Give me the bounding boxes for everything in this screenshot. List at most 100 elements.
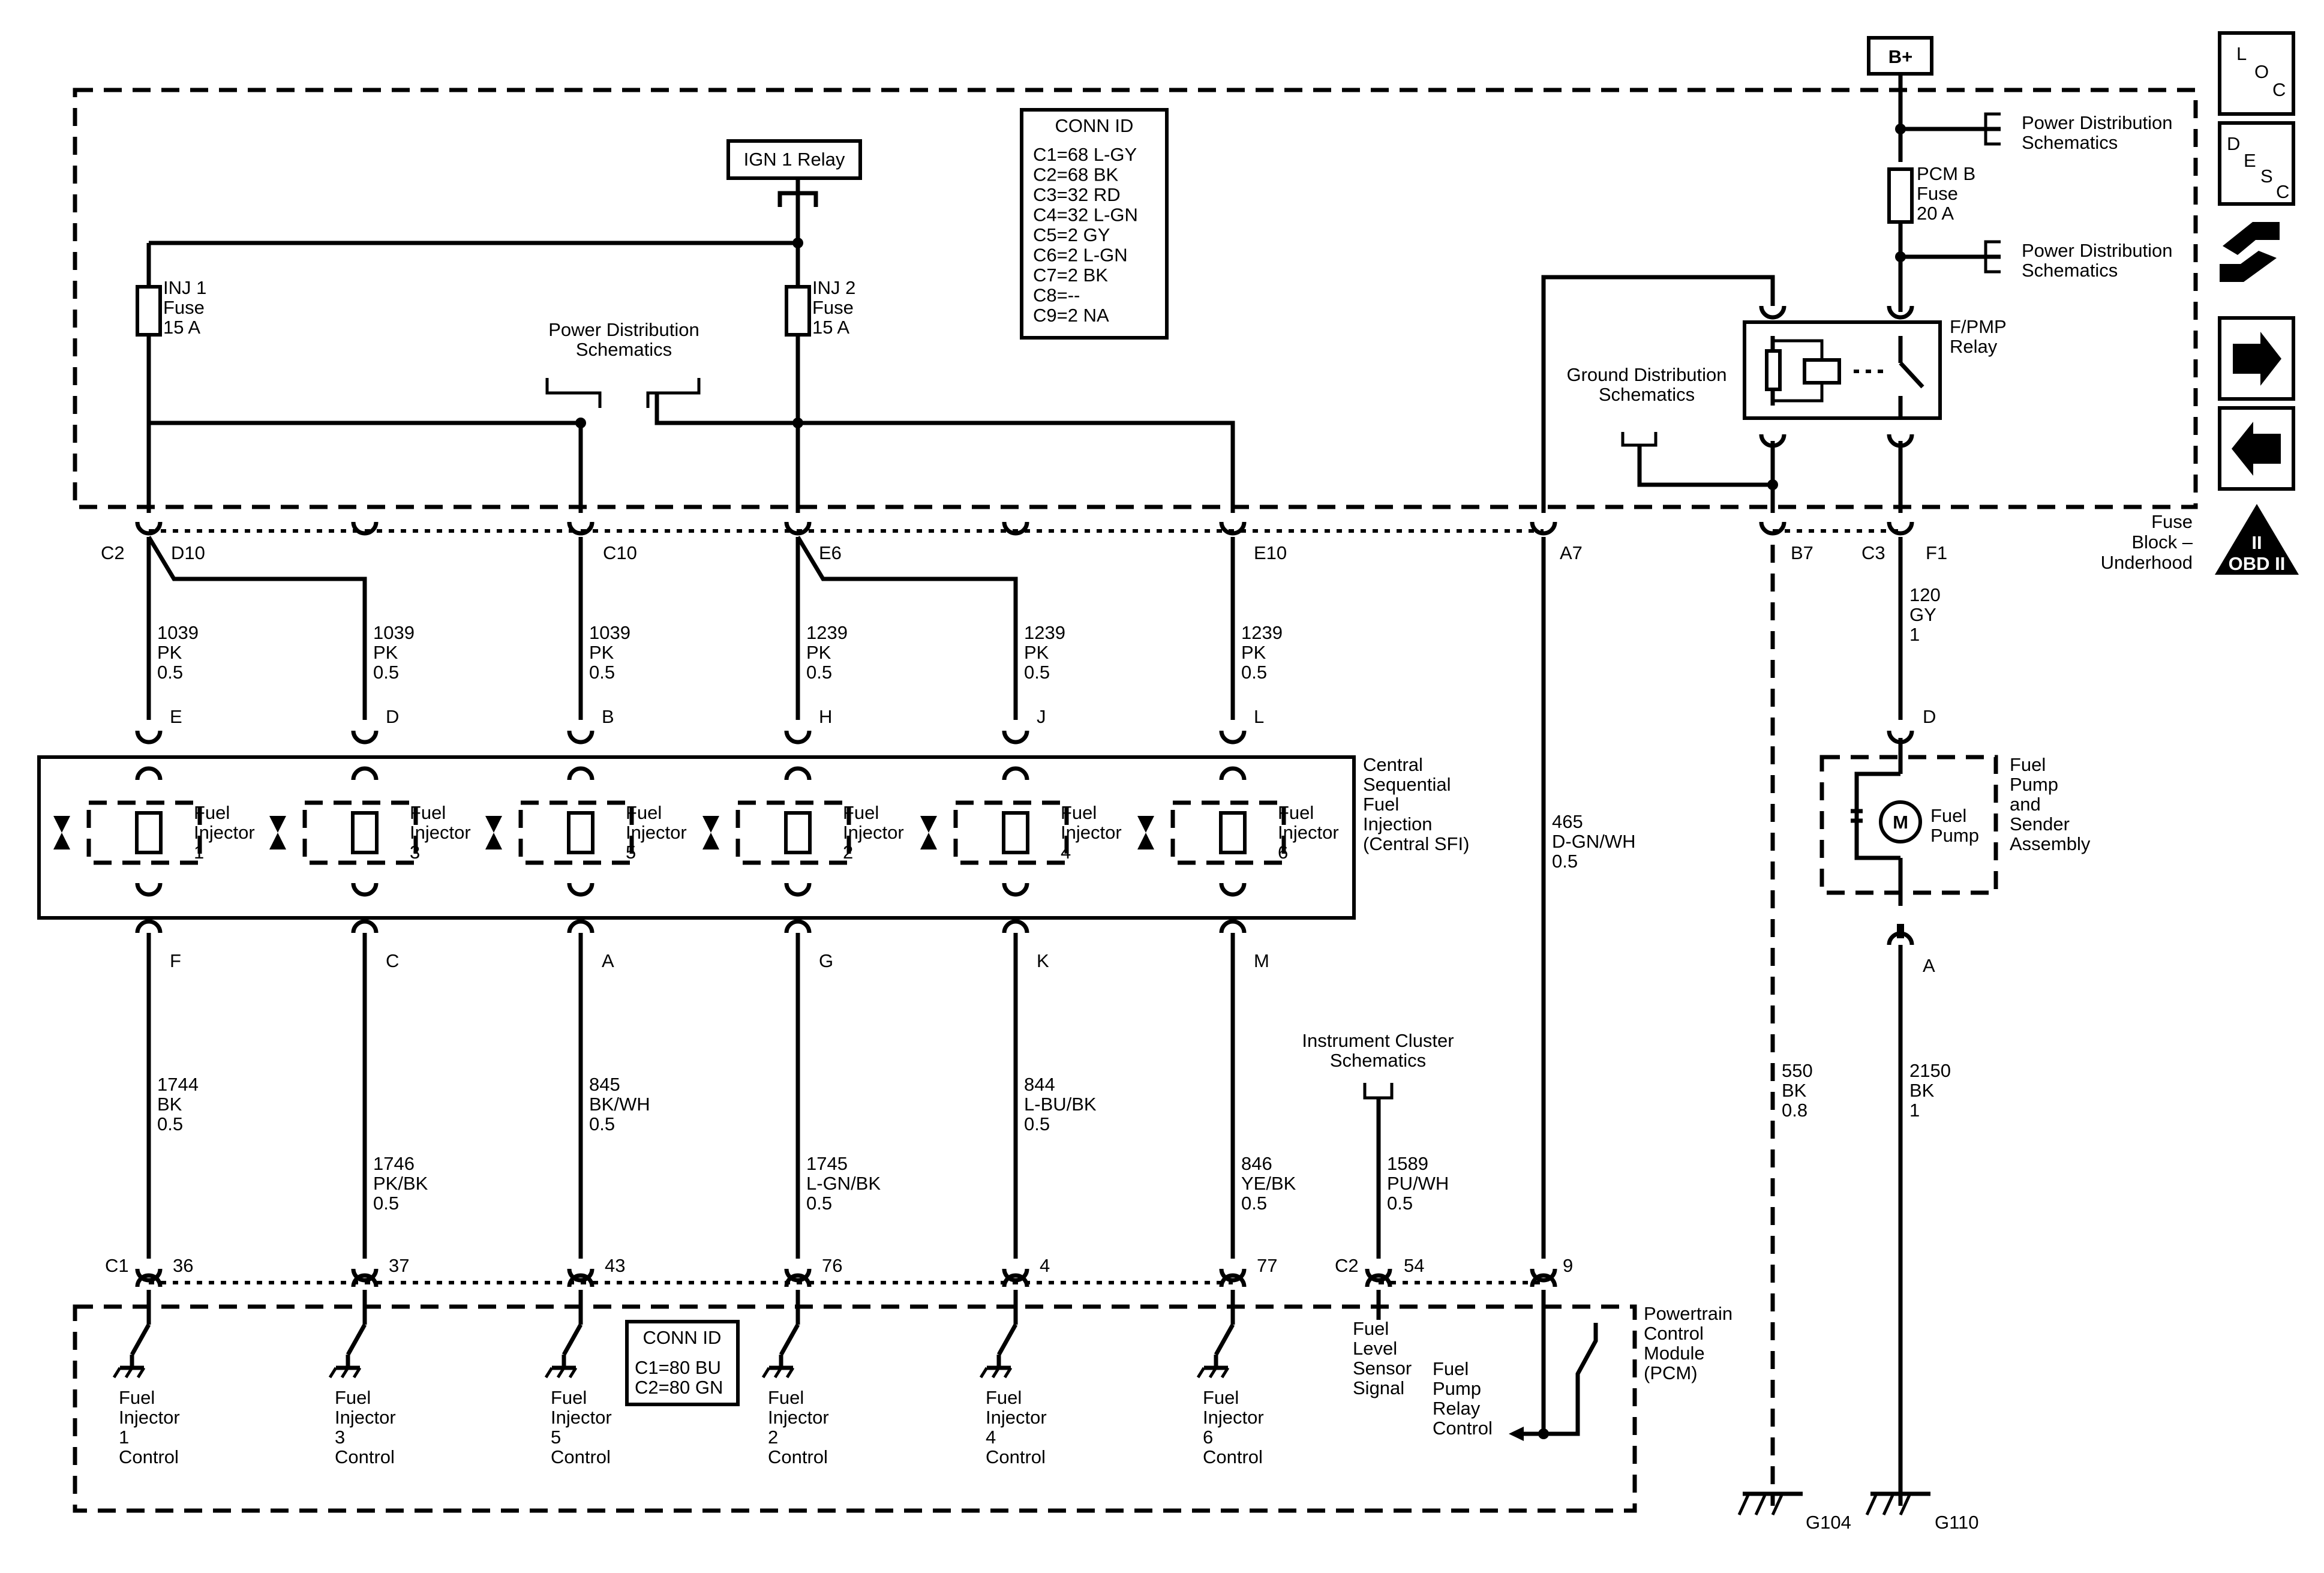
pcm-relay-switch [1544, 1323, 1598, 1436]
fpmp-relay-label: Relay [1950, 336, 1998, 357]
connector-terminal [1002, 882, 1029, 897]
wire [991, 1367, 1001, 1379]
connector-terminal [1219, 521, 1247, 536]
fuse-pcm-b-label: Fuse [1917, 183, 1958, 204]
wire-465-relay-feed [1541, 275, 1775, 513]
connector-terminal [1759, 434, 1786, 448]
wire-120-label: 120 [1909, 584, 1941, 605]
spray-symbol [53, 816, 70, 833]
wire [1208, 1367, 1218, 1379]
pcm-pin-p4: 4 [1040, 1255, 1050, 1276]
fuel-level-signal-label: Fuel [1353, 1318, 1389, 1339]
injector-label: Injector [843, 822, 904, 843]
wire-1589-label: 0.5 [1387, 1193, 1413, 1214]
loc-icon-letter: O [2254, 61, 2269, 82]
fuse-symbol [1887, 167, 1914, 224]
conn-id-top-line: C8=-- [1033, 285, 1080, 306]
connector-terminal [351, 730, 379, 745]
fuse-pcm-b-label: PCM B [1917, 163, 1975, 184]
obd-text: OBD II [2229, 553, 2286, 574]
fuel-pump-relay-control-label: Fuel [1433, 1358, 1469, 1379]
pcm-enclosure [73, 1304, 1637, 1513]
fuel-pump-assembly-label: Fuel [2010, 754, 2046, 775]
injector-label: Fuel [194, 802, 230, 823]
wire-spec-lower: 845 [589, 1074, 620, 1095]
wire [1899, 1493, 1912, 1516]
wire-spec-upper: 0.5 [806, 662, 832, 683]
conn-id-bottom-line: C1=80 BU [635, 1357, 721, 1378]
connector-terminal [135, 1273, 163, 1287]
wire-spec-upper: PK [1024, 642, 1049, 663]
wire-spec-lower: 846 [1241, 1153, 1272, 1174]
connector-terminal [567, 919, 594, 933]
conn-id-top-line: C5=2 GY [1033, 224, 1110, 245]
connector-terminal [1530, 1273, 1557, 1287]
conn-id-top-line: C2=68 BK [1033, 164, 1119, 185]
power-dist-label: Power Distribution [548, 319, 699, 340]
wire [112, 1367, 122, 1379]
wire-120-label: GY [1909, 604, 1936, 625]
connector-terminal [351, 1268, 379, 1283]
wire [328, 1367, 338, 1379]
fuel-level-signal-label: Signal [1353, 1377, 1404, 1398]
pcm-control-label: Injector [119, 1407, 180, 1428]
pcm-control-label: 4 [986, 1427, 996, 1448]
central-sfi-label: Injection [1363, 813, 1432, 834]
connector-terminal [1002, 1268, 1029, 1283]
pcm-pin-p9: 9 [1563, 1255, 1573, 1276]
splice-dot [1538, 1428, 1549, 1439]
connector-terminal [351, 919, 379, 933]
injector-label: Fuel [410, 802, 446, 823]
wire-spec-upper: 1239 [1241, 622, 1283, 643]
pcm-control-label: 2 [768, 1427, 778, 1448]
injector-coil [784, 811, 812, 854]
conn-id-top-line: C9=2 NA [1033, 305, 1109, 326]
wire-1039-to-injector3 [146, 536, 367, 720]
power-dist-label-right: Schematics [2022, 132, 2118, 153]
connector-terminal [1002, 1273, 1029, 1287]
wire-2150-label: BK [1909, 1080, 1935, 1101]
connector-terminal [135, 1268, 163, 1283]
injector-label: Fuel [1061, 802, 1097, 823]
conn-id-bottom-box [625, 1320, 740, 1406]
pcm-pin-p36: 36 [173, 1255, 193, 1276]
pcm-switch [346, 1323, 367, 1356]
injector-label: 1 [194, 842, 204, 863]
desc-icon-letter: C [2276, 181, 2289, 202]
pin-label-c10: C10 [603, 542, 637, 563]
pin-label-e10: E10 [1254, 542, 1287, 563]
relay-coil-lead [1773, 383, 1824, 403]
connector-terminal [1759, 521, 1786, 536]
wire [1754, 1493, 1767, 1516]
injector-bottom-pin: K [1037, 950, 1049, 971]
wire-465-label: 0.5 [1552, 851, 1578, 872]
wire-spec-lower: YE/BK [1241, 1173, 1296, 1194]
injector-bottom-pin: C [386, 950, 399, 971]
injector-top-pin: D [386, 706, 399, 727]
injector-bottom-pin: M [1254, 950, 1269, 971]
connector-terminal [1002, 919, 1029, 933]
wire [568, 1367, 578, 1379]
desc-icon-letter: D [2227, 133, 2240, 154]
splice-dot [1767, 479, 1778, 490]
connector-terminal [567, 882, 594, 897]
conn-id-bottom-title: CONN ID [643, 1327, 722, 1348]
wire [124, 1367, 134, 1379]
wire [352, 1367, 362, 1379]
spray-symbol [702, 816, 719, 833]
fuel-pump-pin-top: D [1923, 706, 1936, 727]
pcm-label: Powertrain [1644, 1303, 1733, 1324]
desc-icon-letter: E [2244, 150, 2256, 171]
connector-terminal [1219, 1273, 1247, 1287]
ground-dist-wire [1637, 445, 1773, 487]
pcm-pin-c2: C2 [1335, 1255, 1359, 1276]
spray-symbol [53, 833, 70, 849]
connector-terminal [1887, 521, 1914, 536]
connector-terminal [784, 1273, 812, 1287]
ground-g104-label: G104 [1806, 1512, 1851, 1533]
conn-id-top-line: C6=2 L-GN [1033, 245, 1128, 266]
injector-label: 5 [626, 842, 636, 863]
pin-label-a7: A7 [1560, 542, 1583, 563]
injector-label: Fuel [843, 802, 879, 823]
